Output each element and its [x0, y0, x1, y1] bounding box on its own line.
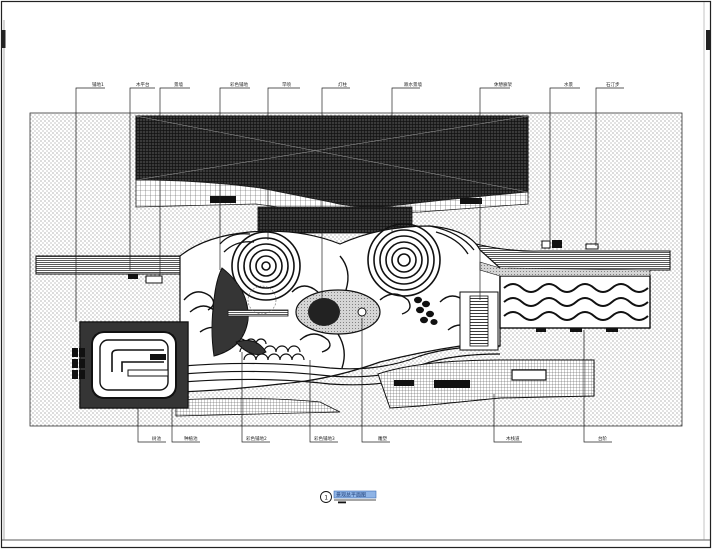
label-dry-fountain: 旱喷 — [282, 81, 291, 88]
central-timber-strip — [227, 309, 289, 317]
paving-bench-3 — [511, 369, 547, 381]
label-cascade-wall: 跌水景墙 — [404, 81, 422, 88]
top-bench-2 — [460, 198, 482, 204]
label-planter: 种植池 — [184, 435, 198, 442]
label-colored-paving: 彩色铺地 — [230, 81, 248, 88]
drawing-title: 景观总平面图 — [336, 492, 366, 499]
right-water-edge-1 — [536, 328, 546, 332]
right-water-edge-3 — [606, 328, 618, 332]
left-boardwalk-post-1 — [128, 274, 138, 279]
planter-side-blocks — [72, 348, 85, 379]
left-binding-mark — [1, 30, 6, 48]
top-paved-band — [135, 179, 529, 215]
swirl-small-top — [219, 225, 475, 255]
stair-treads — [469, 295, 489, 347]
drawing-title-highlight — [333, 490, 377, 499]
top-label-group: 铺地1 木平台 景墙 彩色铺地 旱喷 灯柱 跌水景墙 休憩廊架 水景 石汀步 — [92, 81, 620, 88]
square-planter-ring — [99, 339, 169, 391]
label-pergola: 休憩廊架 — [494, 81, 512, 88]
fish-tail — [337, 255, 349, 369]
bottom-path — [175, 398, 341, 417]
drawing-title-block: 1 景观总平面图 — [320, 490, 377, 504]
right-furniture-2 — [552, 240, 562, 248]
right-water-waves — [503, 283, 649, 321]
label-colored-paving-2: 彩色铺地2 — [246, 435, 267, 442]
fountain-core — [357, 307, 367, 317]
paving-bench-1 — [394, 380, 414, 386]
top-bench-1 — [210, 196, 236, 203]
stepping-stones — [414, 296, 438, 325]
scale-bar — [338, 501, 346, 504]
planter-dark-step — [150, 354, 166, 360]
top-cross-line-b — [135, 115, 529, 181]
leaf-sculpture-small — [235, 339, 267, 355]
paving-bench-2 — [434, 380, 470, 388]
label-paving-1: 铺地1 — [92, 81, 104, 88]
label-tree-pit: 树池 — [152, 435, 161, 442]
right-furniture-3 — [585, 243, 599, 250]
right-water-edge-2 — [570, 328, 582, 332]
label-water-feature: 水景 — [564, 81, 573, 88]
square-planter-spiral — [111, 349, 164, 372]
label-steps: 台阶 — [598, 435, 607, 442]
left-boardwalk-post-2 — [145, 275, 163, 284]
planter-inner-bench — [127, 369, 169, 377]
label-colored-paving-3: 彩色铺地3 — [314, 435, 335, 442]
label-light-post: 灯柱 — [338, 81, 347, 88]
top-cross-line-a — [135, 115, 529, 193]
central-oval-dark — [308, 298, 340, 326]
label-boardwalk: 木栈道 — [506, 435, 520, 442]
bottom-label-group: 树池 种植池 彩色铺地2 彩色铺地3 雕塑 木栈道 台阶 — [152, 435, 607, 442]
bottom-leaders — [137, 318, 612, 443]
drawing-number-circle — [320, 491, 332, 503]
label-stepping-stones: 石汀步 — [606, 81, 620, 88]
label-feature-wall: 景墙 — [174, 81, 183, 88]
label-sculpture: 雕塑 — [378, 435, 387, 442]
right-margin-mark — [706, 30, 710, 50]
swirl-right — [367, 223, 441, 297]
label-timber-deck: 木平台 — [136, 81, 150, 88]
drawing-number: 1 — [324, 495, 328, 502]
swirl-left — [231, 231, 301, 301]
top-leaders — [75, 87, 624, 322]
square-planter-inner — [91, 331, 177, 399]
radial-feature — [247, 285, 277, 315]
right-furniture-1 — [541, 240, 551, 249]
